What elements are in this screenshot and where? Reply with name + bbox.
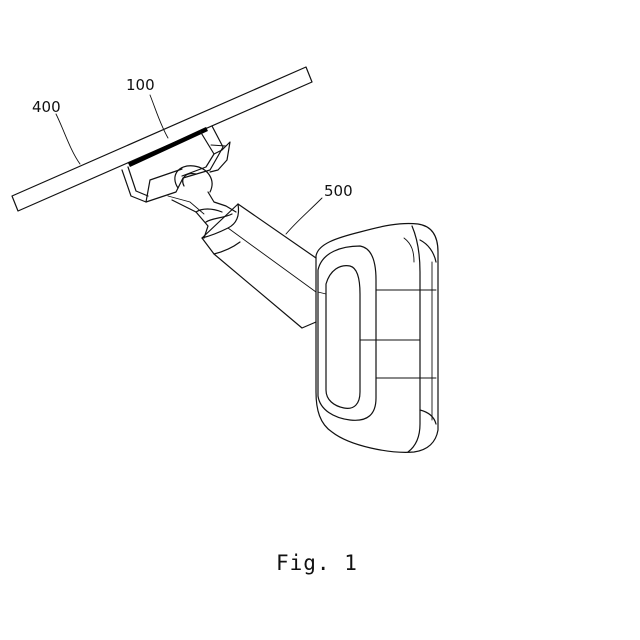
panel-400 bbox=[12, 67, 312, 211]
label-500: 500 bbox=[324, 182, 353, 200]
mount-base bbox=[122, 126, 230, 202]
arm-500 bbox=[202, 204, 316, 328]
leader-lines bbox=[56, 95, 322, 234]
label-400: 400 bbox=[32, 98, 61, 116]
label-100: 100 bbox=[126, 76, 155, 94]
adhesive-pad-100 bbox=[129, 129, 207, 165]
mirror-housing bbox=[316, 223, 438, 452]
figure-caption: Fig. 1 bbox=[276, 551, 358, 575]
ball-joint bbox=[168, 166, 236, 238]
